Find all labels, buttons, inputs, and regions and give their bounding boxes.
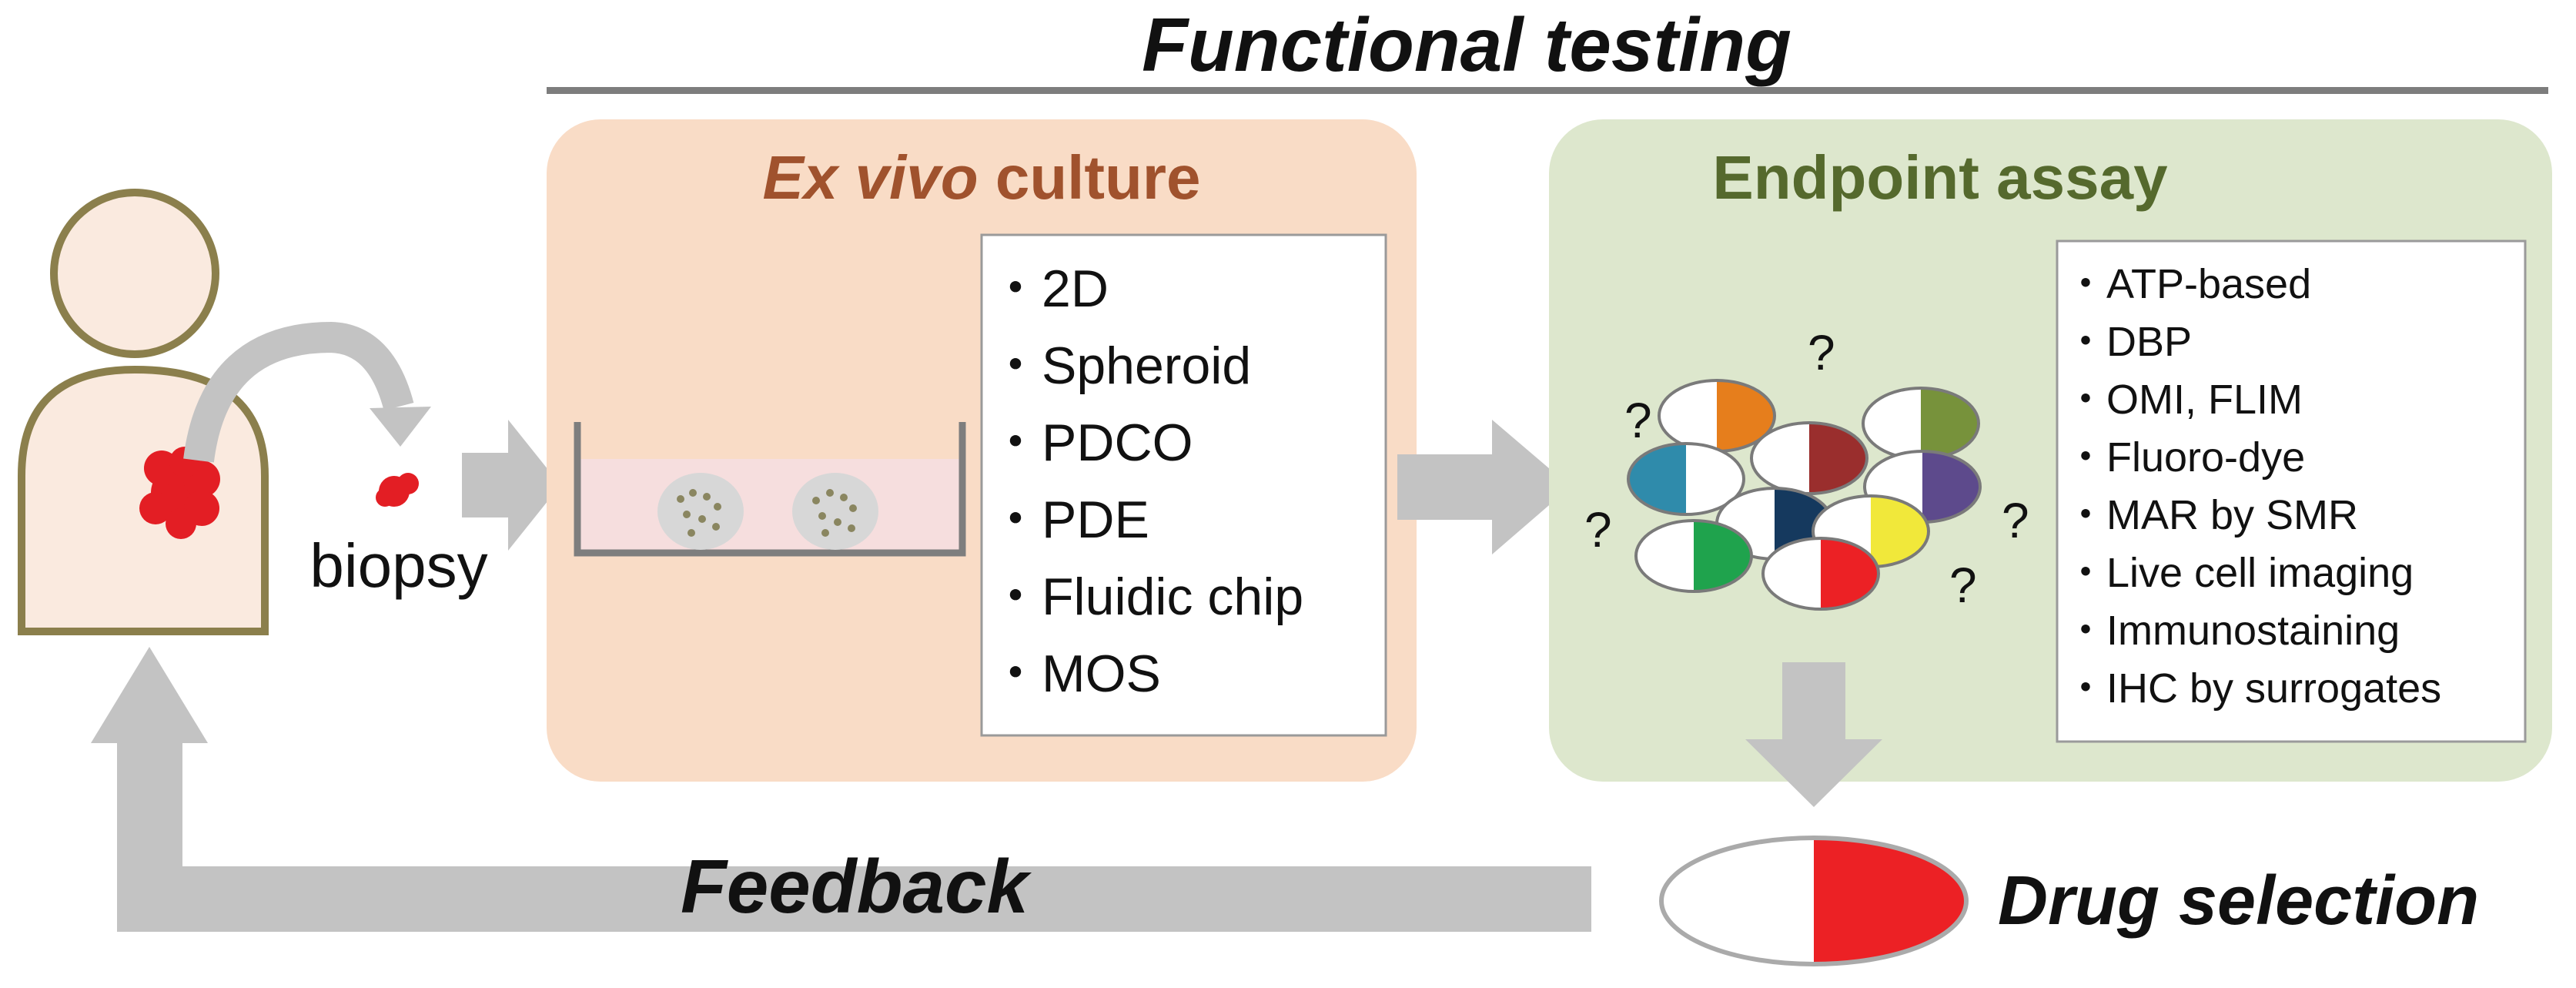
- endpoint-assay-item: ・MAR by SMR: [2065, 492, 2358, 538]
- culture-method-item: ・PDE: [989, 491, 1149, 549]
- biopsy-curved-arrow: [183, 321, 431, 463]
- question-marks: ? ? ? ? ?: [1584, 325, 2029, 613]
- endpoint-assay-item: ・Fluoro-dye: [2065, 434, 2305, 481]
- endpoint-assay-panel: Endpoint assay: [1549, 119, 2552, 782]
- question-mark: ?: [2002, 493, 2029, 548]
- biopsy-sample: [376, 473, 419, 507]
- culture-method-item: ・2D: [989, 260, 1109, 318]
- question-mark: ?: [1808, 325, 1835, 380]
- question-mark: ?: [1584, 502, 1612, 558]
- culture-dish: [574, 422, 966, 557]
- functional-testing-banner: Functional testing: [547, 2, 2548, 94]
- endpoint-assays-box: [2056, 239, 2527, 743]
- endpoint-assays-list: ・ATP-based ・DBP ・OMI, FLIM ・Fluoro-dye ・…: [2065, 261, 2441, 712]
- endpoint-assay-item: ・DBP: [2065, 319, 2192, 365]
- culture-title-italic: Ex vivo: [762, 143, 978, 212]
- ex-vivo-culture-panel: Ex vivo culture ・2D: [547, 119, 1417, 782]
- biopsy-label: biopsy: [309, 531, 487, 600]
- endpoint-assay-item: ・OMI, FLIM: [2065, 377, 2303, 423]
- feedback-arrow: [91, 647, 1591, 932]
- culture-methods-list: ・2D ・Spheroid ・PDCO ・PDE ・Fluidic chip ・…: [989, 260, 1303, 703]
- endpoint-assay-item: ・ATP-based: [2065, 261, 2311, 307]
- pill-red-small: [1761, 537, 1880, 611]
- functional-testing-title: Functional testing: [1142, 2, 1791, 87]
- culture-method-item: ・PDCO: [989, 414, 1193, 472]
- arrow-to-culture: [462, 420, 560, 551]
- arrow-to-endpoint: [1397, 420, 1571, 554]
- patient-head: [50, 189, 219, 358]
- dish-walls: [574, 422, 966, 557]
- pill-maroon: [1750, 421, 1868, 495]
- endpoint-assay-item: ・Live cell imaging: [2065, 550, 2414, 596]
- endpoint-panel-title: Endpoint assay: [1712, 143, 2168, 212]
- endpoint-assay-item: ・Immunostaining: [2065, 608, 2400, 654]
- culture-method-item: ・MOS: [989, 645, 1161, 703]
- dish-liquid: [579, 459, 960, 551]
- culture-method-item: ・Spheroid: [989, 337, 1251, 395]
- arrow-to-drug-selection: [1745, 662, 1882, 807]
- patient-figure: [18, 189, 269, 635]
- feedback-label: Feedback: [681, 844, 1032, 929]
- question-mark: ?: [1949, 558, 1977, 613]
- spheroid-right: [792, 473, 878, 550]
- culture-method-item: ・Fluidic chip: [989, 568, 1303, 626]
- selected-drug-pill: [1659, 836, 1969, 966]
- culture-panel-title: Ex vivo culture: [762, 143, 1200, 212]
- pill-olive: [1862, 387, 1980, 461]
- question-mark: ?: [1624, 393, 1652, 448]
- functional-testing-rule: [547, 87, 2548, 94]
- drug-pills-cluster: [1627, 379, 1982, 611]
- spheroid-left: [657, 473, 744, 550]
- endpoint-assay-item: ・IHC by surrogates: [2065, 665, 2441, 712]
- pill-green: [1634, 519, 1753, 593]
- drug-selection-label: Drug selection: [1998, 862, 2479, 939]
- culture-methods-box: [980, 233, 1387, 737]
- culture-title-rest: culture: [979, 143, 1201, 212]
